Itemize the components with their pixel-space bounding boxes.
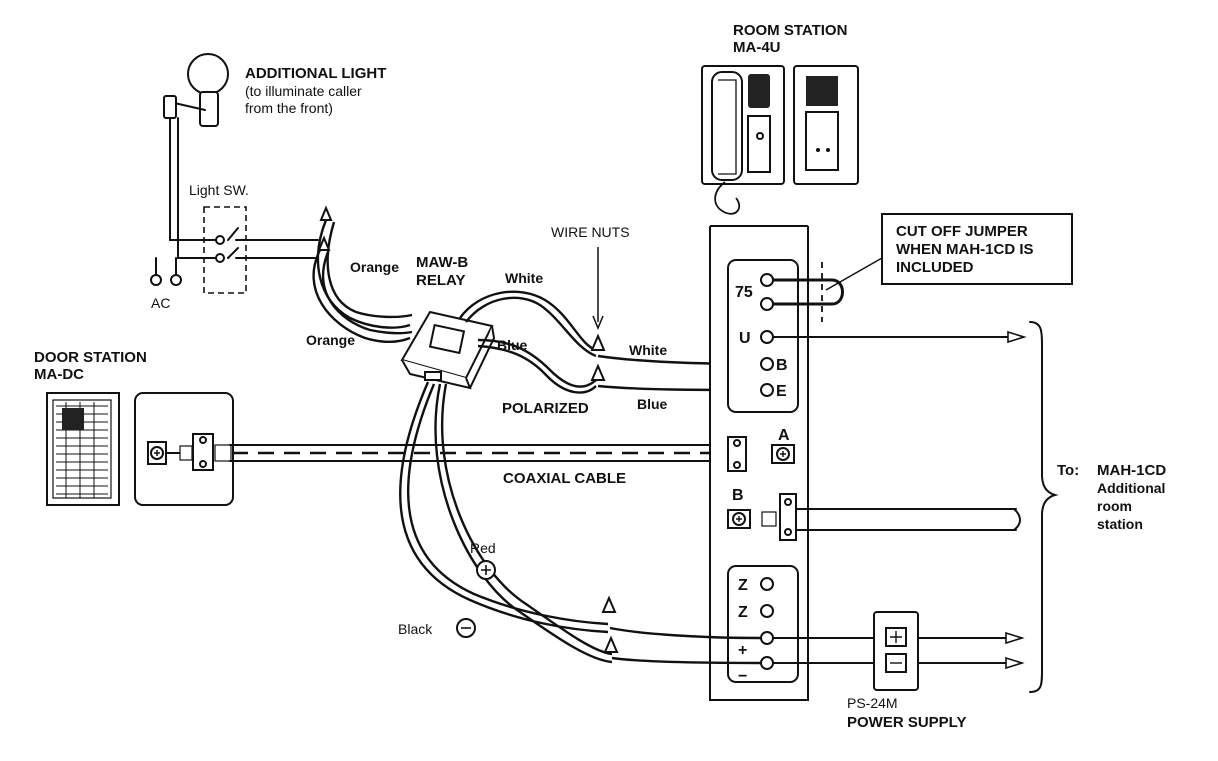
terminal-z1-label: Z [738, 577, 748, 594]
blue-term-label: Blue [637, 396, 668, 412]
to-line-1: MAH-1CD [1097, 462, 1166, 479]
maw-b-relay [400, 310, 496, 390]
terminal-e-label: E [776, 383, 787, 400]
ac-label: AC [151, 295, 170, 311]
terminal-block-upper [727, 259, 799, 413]
door-station-label-1: DOOR STATION [34, 349, 147, 366]
additional-light-note-1: (to illuminate caller [245, 83, 362, 99]
wire-nuts-label: WIRE NUTS [551, 224, 630, 240]
jumper-note-box [881, 213, 1073, 285]
room-station-monitor-unit [793, 65, 859, 185]
ac-terminals [150, 257, 182, 286]
light-switch [203, 206, 319, 294]
orange-upper-label: Orange [350, 259, 399, 275]
to-line-3: room [1097, 498, 1132, 514]
jumper-wire [773, 262, 844, 322]
polarized-label: POLARIZED [502, 400, 589, 417]
coax-terminal-b [727, 493, 1021, 541]
relay-label-1: MAW-B [416, 254, 468, 271]
jumper-note-1: CUT OFF JUMPER [896, 223, 1028, 240]
terminal-z2-label: Z [738, 604, 748, 621]
white-relay-label: White [505, 270, 543, 286]
red-wire-label: Red [470, 540, 496, 556]
coax-terminal-a [727, 436, 795, 472]
power-supply-ps24m [873, 611, 919, 691]
door-station-label-2: MA-DC [34, 366, 84, 383]
power-wires-from-relay [399, 381, 762, 665]
terminal-minus-label: − [738, 668, 747, 685]
additional-light-note-2: from the front) [245, 100, 333, 116]
wire-nuts [590, 333, 606, 381]
terminal-block-lower [727, 565, 799, 683]
coax-terminal-b-label: B [732, 487, 744, 504]
coax-terminal-a-label: A [778, 427, 790, 444]
to-line-2: Additional [1097, 480, 1165, 496]
power-supply-model: PS-24M [847, 695, 898, 711]
terminal-b-label: B [776, 357, 788, 374]
room-station-label-2: MA-4U [733, 39, 781, 56]
coaxial-cable [165, 444, 773, 462]
orange-wires [312, 205, 413, 343]
to-prefix: To: [1057, 462, 1079, 479]
additional-light-title: ADDITIONAL LIGHT [245, 65, 386, 82]
terminal-75-label: 75 [735, 284, 753, 301]
room-station-handset-unit [701, 65, 785, 215]
to-line-4: station [1097, 516, 1143, 532]
black-minus-icon [456, 618, 476, 638]
coaxial-cable-label: COAXIAL CABLE [503, 470, 626, 487]
jumper-note-3: INCLUDED [896, 259, 974, 276]
red-plus-icon [476, 560, 496, 580]
light-switch-label: Light SW. [189, 182, 249, 198]
additional-light-fixture [163, 53, 229, 259]
black-wire-label: Black [398, 621, 433, 637]
door-station-front [46, 392, 120, 506]
destination-brace [1029, 321, 1059, 693]
room-station-label-1: ROOM STATION [733, 22, 847, 39]
white-term-label: White [629, 342, 667, 358]
relay-signal-wires [459, 290, 597, 394]
relay-label-2: RELAY [416, 272, 465, 289]
terminal-u-label: U [739, 330, 751, 347]
jumper-note-2: WHEN MAH-1CD IS [896, 241, 1034, 258]
terminal-plus-label: + [738, 642, 747, 659]
orange-lower-label: Orange [306, 332, 355, 348]
blue-relay-label: Blue [497, 337, 528, 353]
power-supply-label: POWER SUPPLY [847, 714, 966, 731]
